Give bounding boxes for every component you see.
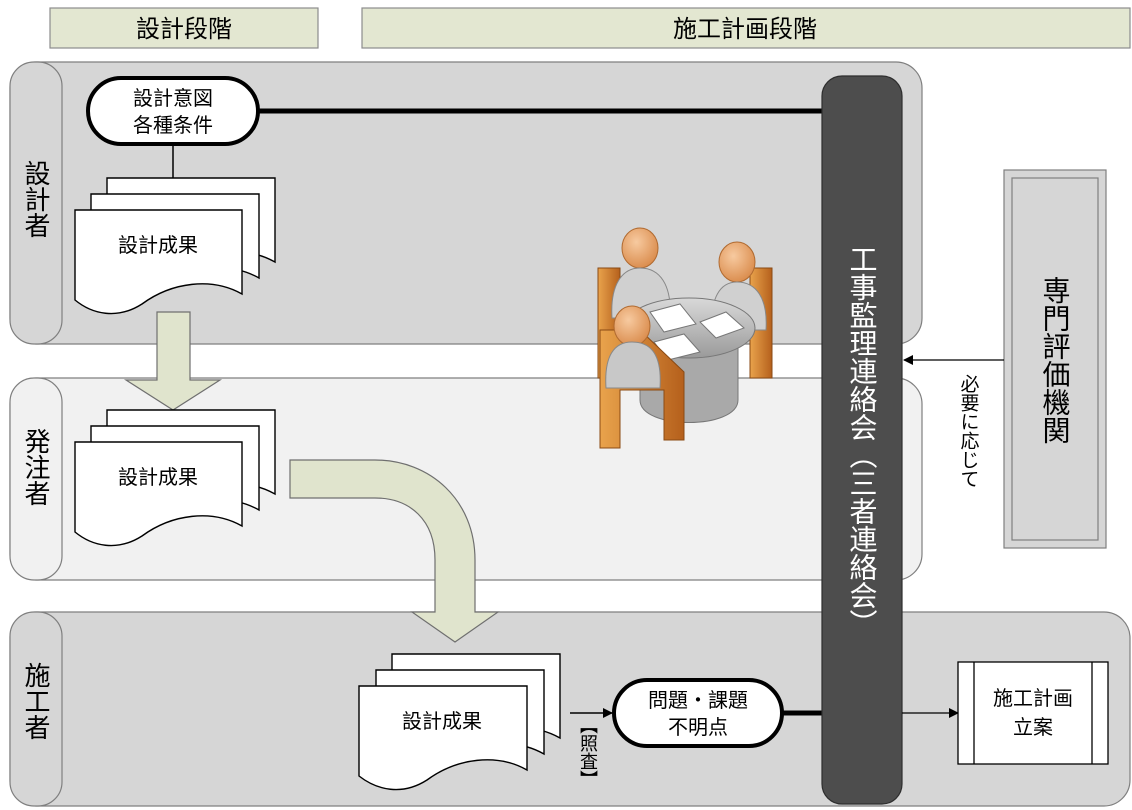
design-result-docs-orderer: 設計成果 [74,409,276,547]
svg-text:施工計画段階: 施工計画段階 [673,16,817,43]
construction-plan-box: 施工計画 立案 [957,661,1109,765]
flow-arrow-designer-to-orderer [123,311,223,411]
svg-text:工事監理連絡会（三者連絡会）: 工事監理連絡会（三者連絡会） [847,245,878,637]
phase-header-construction-planning: 施工計画段階 [361,7,1131,49]
liaison-council-bar: 工事監理連絡会（三者連絡会） [821,75,903,805]
design-result-docs-designer: 設計成果 [74,177,276,315]
svg-text:施工計画: 施工計画 [993,687,1073,710]
svg-text:設計意図: 設計意図 [133,87,213,110]
svg-text:立案: 立案 [1013,716,1053,739]
svg-text:設計成果: 設計成果 [402,710,482,733]
svg-text:設計段階: 設計段階 [136,16,232,43]
svg-text:各種条件: 各種条件 [133,114,213,137]
lane-label-contractor: 施工者 [21,662,51,740]
expert-agency-box: 専門評価機関 [1003,169,1107,549]
lane-label-designer: 設計者 [21,160,51,238]
lane-label-orderer: 発注者 [21,428,51,506]
phase-header-design: 設計段階 [49,7,319,49]
meeting-table-people-icon [597,227,773,449]
design-intent-node: 設計意図 各種条件 [86,76,260,146]
svg-text:専門評価機関: 専門評価機関 [1040,276,1071,444]
svg-text:設計成果: 設計成果 [118,234,198,257]
issues-node: 問題・課題 不明点 [612,678,784,748]
svg-text:不明点: 不明点 [668,716,728,739]
as-needed-label: 必要に応じて [958,374,980,488]
flow-arrow-orderer-to-contractor [289,459,500,643]
svg-text:設計成果: 設計成果 [118,466,198,489]
svg-text:問題・課題: 問題・課題 [648,689,748,712]
design-result-docs-contractor: 設計成果 [358,653,561,791]
verification-label: 【照査】 [578,716,598,788]
